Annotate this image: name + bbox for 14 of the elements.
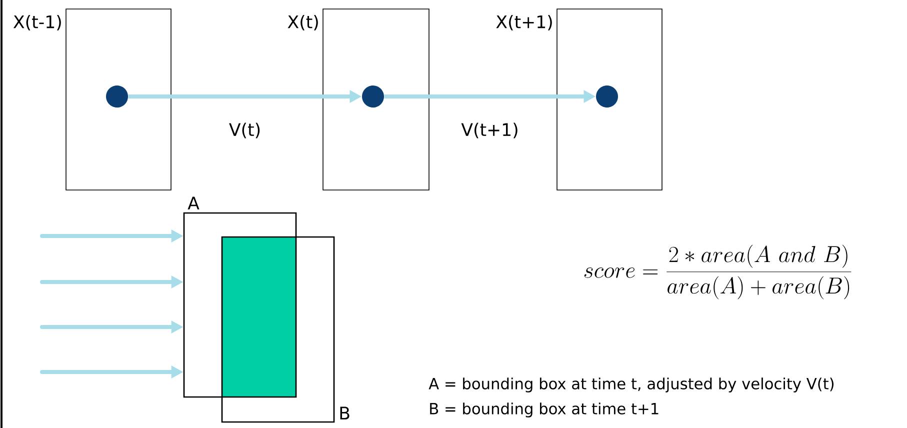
- edge-label: V(t): [229, 122, 260, 138]
- box-heading: X(t): [288, 14, 318, 30]
- point-dot: [596, 86, 618, 108]
- box-heading: X(t-1): [13, 14, 61, 30]
- box-heading: X(t+1): [496, 14, 552, 30]
- point-dot: [362, 86, 384, 108]
- box-heading: A: [188, 196, 200, 210]
- box-heading: B: [340, 406, 350, 420]
- definition-note: A = bounding box at time t, adjusted by velocity V(t): [428, 378, 834, 392]
- point-dot: [106, 86, 128, 108]
- score-formula: $score=\frac{2*area(A\ and\ B)}{area(A)+area(B)}$: [584, 244, 852, 300]
- overlap-region: [222, 237, 296, 397]
- definition-note: B = bounding box at time t+1: [430, 402, 658, 418]
- edge-label: V(t+1): [461, 122, 518, 138]
